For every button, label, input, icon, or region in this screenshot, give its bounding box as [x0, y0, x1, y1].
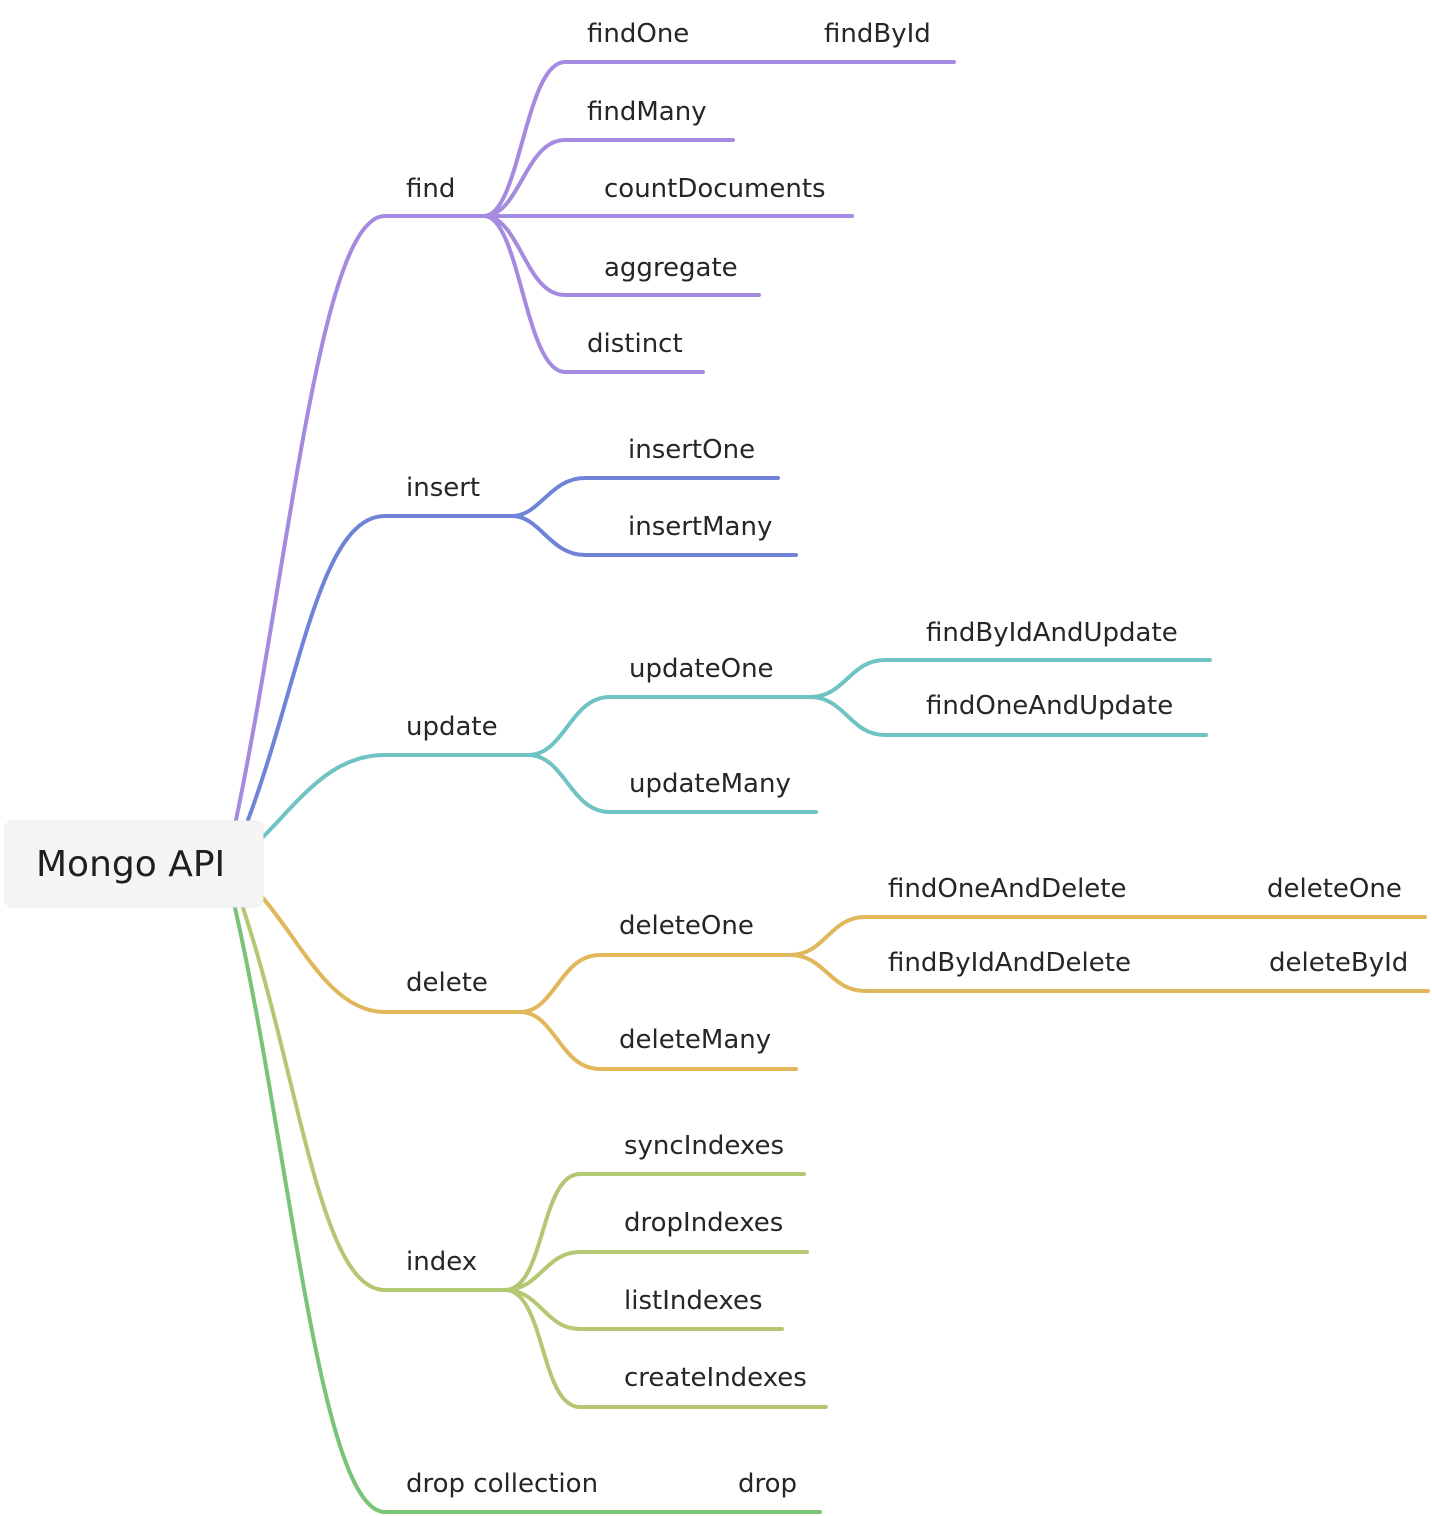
- node-findbyidandupdate[interactable]: findByIdAndUpdate: [926, 618, 1178, 648]
- edge-insert-insertmany: [510, 514, 798, 557]
- edge-root-delete: [260, 895, 522, 1014]
- node-findoneanddelete[interactable]: findOneAndDelete: [888, 874, 1127, 904]
- edge-delete-deletemany: [518, 1010, 798, 1071]
- branch-update: update updateOne findByIdAndUpdate findO…: [406, 618, 1178, 799]
- connectors: [233, 60, 1430, 1514]
- node-updateone[interactable]: updateOne: [629, 654, 774, 684]
- edge-update-updateone: [526, 695, 812, 757]
- node-distinct[interactable]: distinct: [587, 329, 683, 359]
- edge-find-findone: [482, 60, 956, 218]
- node-syncindexes[interactable]: syncIndexes: [624, 1131, 784, 1161]
- edge-insert-insertone: [510, 476, 780, 518]
- edge-deleteone-findoneanddelete: [788, 915, 1427, 957]
- node-aggregate[interactable]: aggregate: [604, 253, 738, 283]
- edge-find-aggregate: [482, 214, 761, 297]
- branch-insert: insert insertOne insertMany: [406, 435, 772, 542]
- node-countdocuments[interactable]: countDocuments: [604, 174, 826, 204]
- node-insert[interactable]: insert: [406, 473, 480, 503]
- node-deleteone[interactable]: deleteOne: [619, 911, 754, 941]
- node-updatemany[interactable]: updateMany: [629, 769, 791, 799]
- branch-drop: drop collection drop: [406, 1469, 797, 1499]
- branch-delete: delete deleteOne findOneAndDelete delete…: [406, 874, 1408, 1055]
- edge-index-syncindexes: [503, 1172, 806, 1292]
- root-node[interactable]: Mongo API: [4, 820, 264, 908]
- node-listindexes[interactable]: listIndexes: [624, 1286, 763, 1316]
- node-index[interactable]: index: [406, 1247, 477, 1277]
- edge-root-index: [241, 906, 507, 1292]
- root-node-box: [4, 820, 264, 908]
- node-findbyid[interactable]: findById: [824, 19, 931, 49]
- node-update[interactable]: update: [406, 712, 498, 742]
- node-insertone[interactable]: insertOne: [628, 435, 755, 465]
- edge-find-findmany: [482, 138, 735, 218]
- node-findoneandupdate[interactable]: findOneAndUpdate: [926, 691, 1173, 721]
- node-createindexes[interactable]: createIndexes: [624, 1363, 807, 1393]
- root-node-label: Mongo API: [36, 844, 225, 885]
- edge-root-update: [260, 753, 530, 840]
- node-dropindexes[interactable]: dropIndexes: [624, 1208, 783, 1238]
- node-findone[interactable]: findOne: [587, 19, 689, 49]
- edge-updateone-findbyidandupdate: [808, 658, 1212, 699]
- edge-index-createindexes: [503, 1288, 828, 1409]
- edge-root-insert: [246, 514, 514, 822]
- node-findbyidanddelete[interactable]: findByIdAndDelete: [888, 948, 1131, 978]
- edge-deleteone-findbyidanddelete: [788, 953, 1430, 993]
- node-find[interactable]: find: [406, 174, 455, 204]
- node-drop-collection[interactable]: drop collection: [406, 1469, 598, 1499]
- node-insertmany[interactable]: insertMany: [628, 512, 772, 542]
- node-deletebyid[interactable]: deleteById: [1269, 948, 1408, 978]
- edge-updateone-findoneandupdate: [808, 695, 1208, 737]
- branch-index: index syncIndexes dropIndexes listIndexe…: [406, 1131, 807, 1393]
- node-deletemany[interactable]: deleteMany: [619, 1025, 771, 1055]
- node-delete[interactable]: delete: [406, 968, 488, 998]
- node-drop[interactable]: drop: [738, 1469, 797, 1499]
- branch-find: find findOne findById findMany countDocu…: [406, 19, 931, 359]
- edge-delete-deleteone: [518, 953, 792, 1014]
- edge-update-updatemany: [526, 753, 818, 814]
- edge-index-dropindexes: [503, 1250, 809, 1292]
- edge-find-distinct: [482, 214, 705, 374]
- edge-root-find: [234, 214, 486, 822]
- node-findmany[interactable]: findMany: [587, 97, 707, 127]
- edge-root-drop: [233, 906, 822, 1514]
- node-deleteone-alias[interactable]: deleteOne: [1267, 874, 1402, 904]
